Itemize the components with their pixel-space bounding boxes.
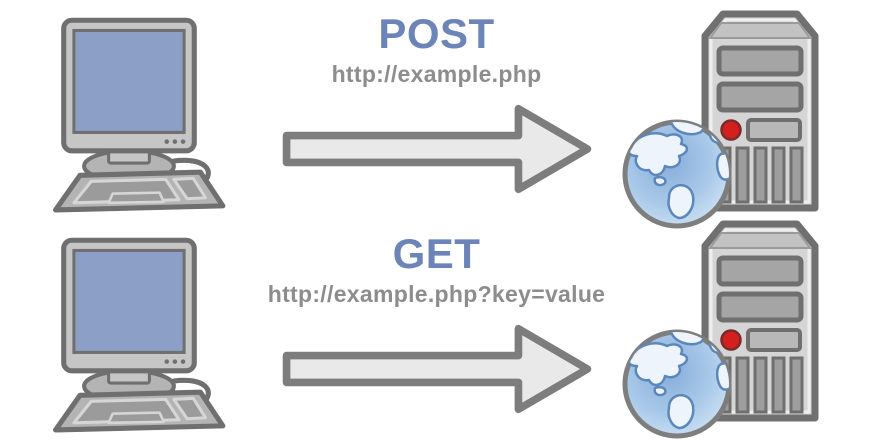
web-server-globe-icon: [615, 216, 880, 440]
request-url: http://example.php: [331, 61, 542, 87]
right-arrow-icon: [275, 103, 599, 195]
web-server-globe-icon: [615, 6, 880, 236]
method-label: POST: [378, 10, 495, 57]
desktop-computer-icon: [27, 8, 231, 212]
right-arrow-icon: [275, 323, 599, 415]
get-request-row: GET http://example.php?key=value: [0, 220, 880, 440]
method-label: GET: [392, 230, 481, 277]
get-center-cell: GET http://example.php?key=value: [258, 220, 615, 440]
post-client-cell: [0, 0, 258, 220]
post-center-cell: POST http://example.php: [258, 0, 615, 220]
get-server-cell: [615, 220, 880, 440]
post-request-row: POST http://example.php: [0, 0, 880, 220]
post-server-cell: [615, 0, 880, 220]
request-url: http://example.php?key=value: [267, 281, 606, 307]
get-client-cell: [0, 220, 258, 440]
desktop-computer-icon: [27, 228, 231, 432]
